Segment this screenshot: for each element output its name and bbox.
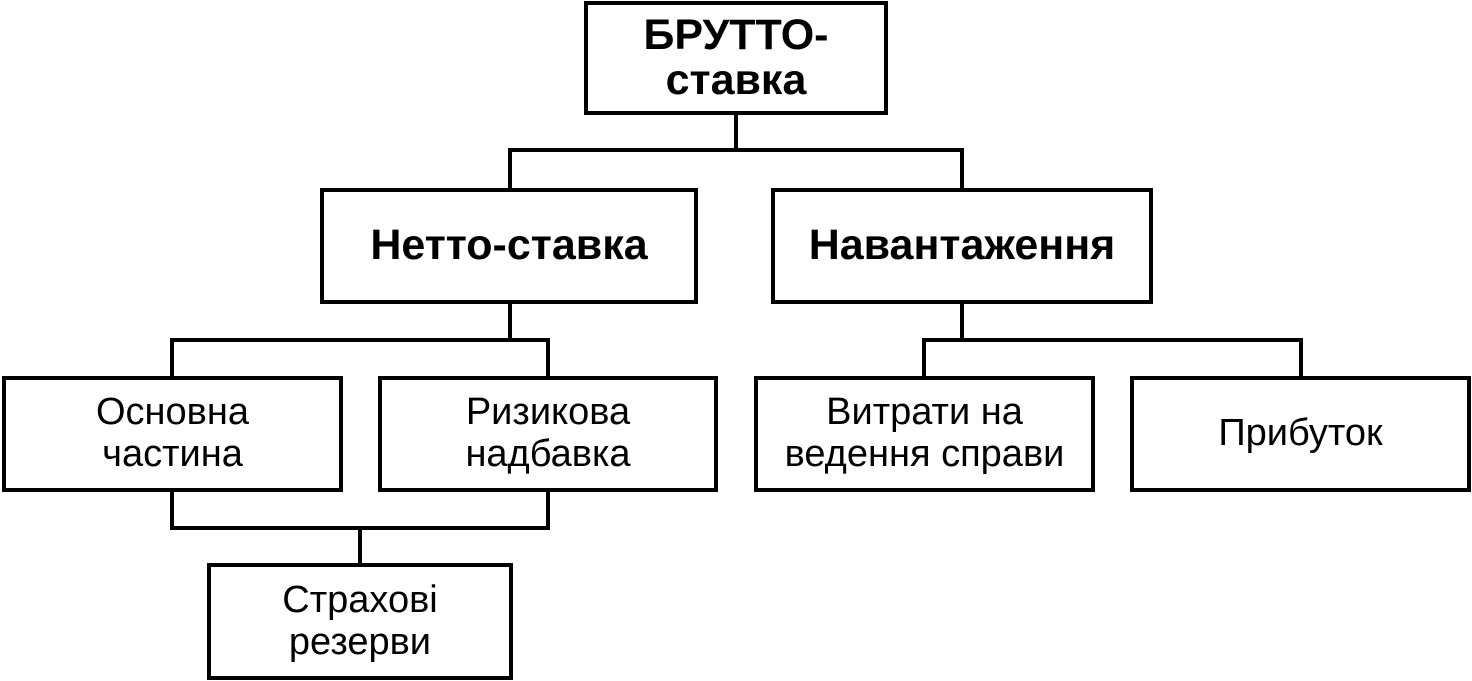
node-risk-premium: Ризикова надбавка <box>378 376 718 492</box>
node-net-rate: Нетто-ставка <box>320 188 698 304</box>
node-risk-premium-label: Ризикова надбавка <box>465 391 631 475</box>
node-business-expenses: Витрати на ведення справи <box>754 376 1095 492</box>
node-gross-rate-label: БРУТТО- ставка <box>643 10 829 104</box>
node-business-expenses-label: Витрати на ведення справи <box>784 391 1065 475</box>
node-insurance-reserves-label: Страхові резерви <box>282 578 438 663</box>
node-profit: Прибуток <box>1130 376 1471 492</box>
node-net-rate-label: Нетто-ставка <box>370 221 648 270</box>
node-loading-label: Навантаження <box>808 221 1116 270</box>
node-gross-rate: БРУТТО- ставка <box>584 1 888 115</box>
node-insurance-reserves: Страхові резерви <box>207 563 513 680</box>
node-profit-label: Прибуток <box>1218 412 1383 455</box>
node-main-part-label: Основна частина <box>96 391 249 475</box>
node-main-part: Основна частина <box>2 376 343 492</box>
node-loading: Навантаження <box>771 188 1153 304</box>
